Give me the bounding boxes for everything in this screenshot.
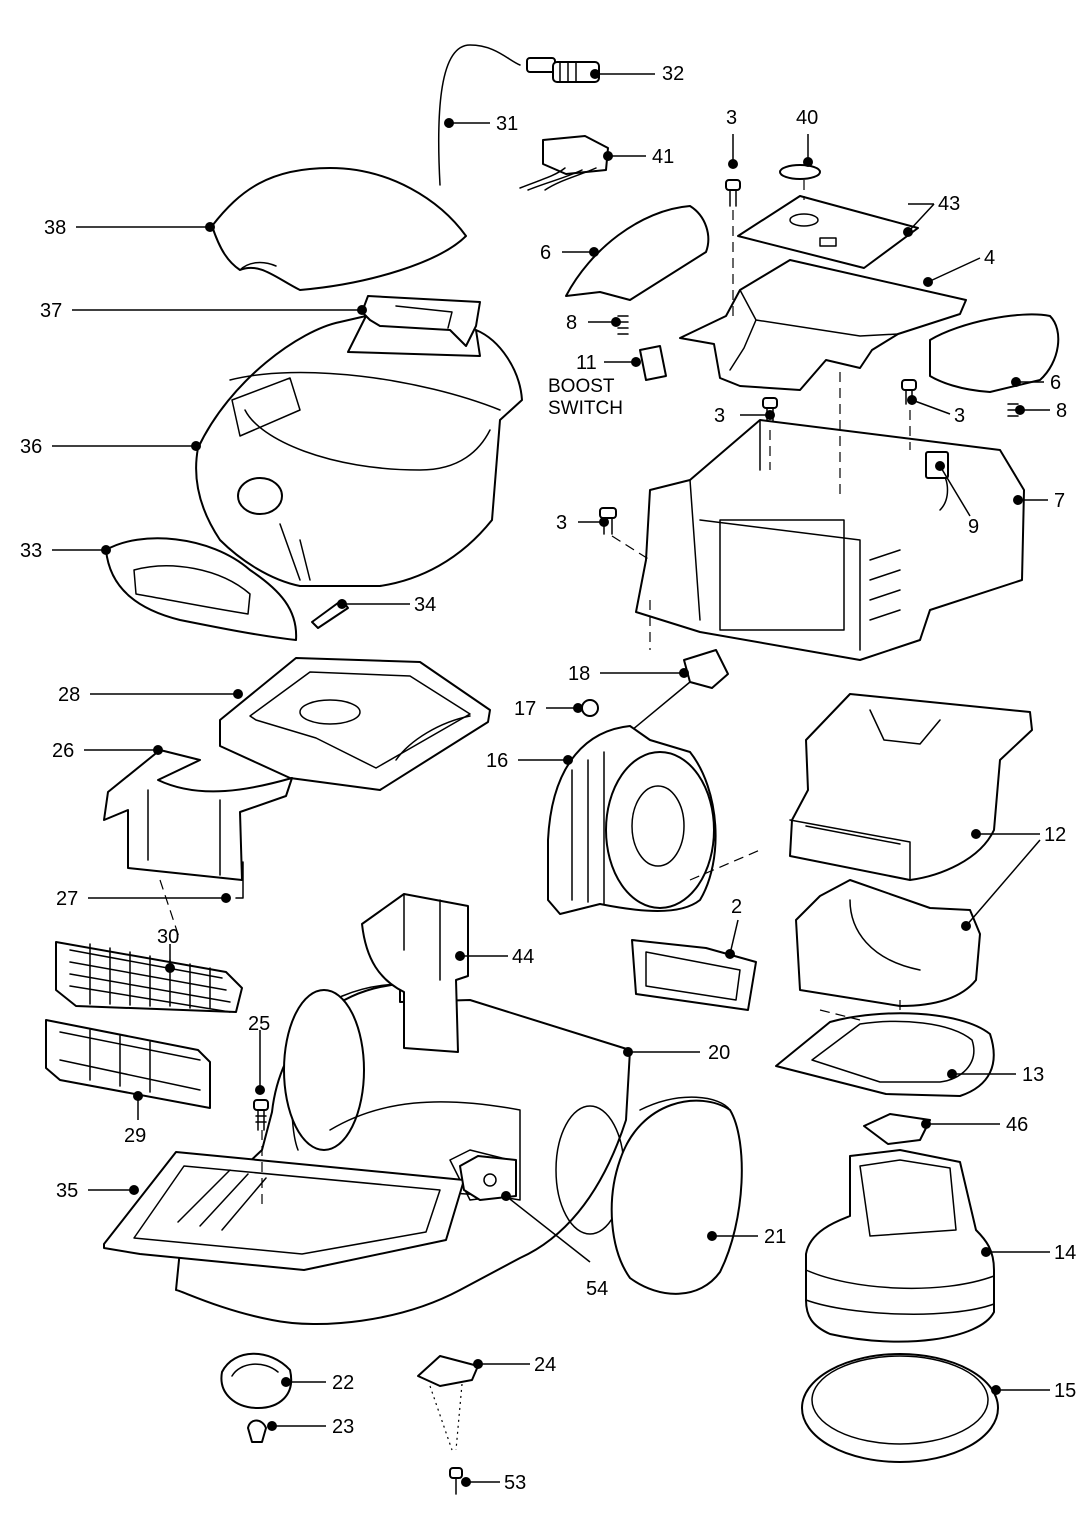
callout-9: 9: [968, 516, 979, 538]
part-knob: [779, 164, 821, 180]
part-control-panel: [737, 195, 919, 269]
part-screw-3-top: [725, 179, 741, 207]
callout-14: 14: [1054, 1242, 1076, 1264]
boost-label-line1: BOOST: [548, 376, 615, 397]
callout-24: 24: [534, 1354, 556, 1376]
part-motor-case-lower: [795, 879, 981, 1007]
part-ring: [801, 1353, 999, 1463]
part-filter-tray: [103, 1151, 465, 1271]
callout-6-left: 6: [540, 242, 551, 264]
part-connector-plug: [526, 57, 600, 83]
callout-40: 40: [796, 107, 818, 129]
callout-3-right: 3: [954, 405, 965, 427]
part-filter-screen: [631, 939, 757, 1011]
callout-41: 41: [652, 146, 674, 168]
part-wheel: [610, 1096, 743, 1295]
callout-32: 32: [662, 63, 684, 85]
part-bracket: [361, 295, 481, 347]
callout-43: 43: [938, 193, 960, 215]
part-small-bracket: [417, 1355, 479, 1451]
callout-12: 12: [1044, 824, 1066, 846]
callout-6-right: 6: [1050, 372, 1061, 394]
part-main-housing: [195, 315, 523, 587]
part-motor-case-upper: [789, 693, 1033, 881]
part-terminal-block: [519, 135, 609, 191]
part-screw-23: [247, 1419, 267, 1443]
callout-25: 25: [248, 1013, 270, 1035]
part-upper-frame: [679, 259, 967, 391]
part-bumper: [105, 537, 298, 641]
callout-53: 53: [504, 1472, 526, 1494]
part-screw-3-mid: [762, 397, 778, 425]
part-motor: [805, 1149, 995, 1343]
callout-16: 16: [486, 750, 508, 772]
callout-8-left: 8: [566, 312, 577, 334]
callout-30: 30: [157, 926, 179, 948]
part-screw-25: [253, 1099, 269, 1131]
callout-34: 34: [414, 594, 436, 616]
callout-7: 7: [1054, 490, 1065, 512]
callout-17: 17: [514, 698, 536, 720]
callout-29: 29: [124, 1125, 146, 1147]
callout-11: 11: [576, 352, 597, 374]
part-cable-plug: [619, 649, 729, 741]
callout-37: 37: [40, 300, 62, 322]
part-boost-switch: [639, 345, 667, 381]
part-clip: [459, 1155, 517, 1201]
part-grille-filter: [55, 941, 243, 1013]
part-top-cover: [211, 167, 467, 291]
callout-labels: 32 31 41 3 40 38 43 6 4: [20, 63, 1076, 1494]
boost-label-line2: SWITCH: [548, 398, 623, 419]
callout-3-top: 3: [726, 107, 737, 129]
part-motor-housing: [635, 419, 1025, 661]
assembly-guide-lines: [159, 180, 911, 1210]
callout-27: 27: [56, 888, 78, 910]
callout-8-right: 8: [1056, 400, 1067, 422]
part-cable-reel: [547, 725, 717, 915]
callout-46: 46: [1006, 1114, 1028, 1136]
part-handle-cover-left: [565, 205, 710, 301]
callout-15: 15: [1054, 1380, 1076, 1402]
part-screw-53: [449, 1467, 463, 1495]
callout-2: 2: [731, 896, 742, 918]
part-handle-cover-right: [929, 313, 1060, 393]
callout-21: 21: [764, 1226, 786, 1248]
part-spring-left: [617, 315, 629, 335]
callout-18: 18: [568, 663, 590, 685]
part-gasket: [775, 1012, 995, 1097]
callout-54: 54: [586, 1278, 608, 1300]
callout-31: 31: [496, 113, 518, 135]
callout-33: 33: [20, 540, 42, 562]
callout-38: 38: [44, 217, 66, 239]
callout-4: 4: [984, 247, 995, 269]
callout-22: 22: [332, 1372, 354, 1394]
part-castor: [220, 1352, 293, 1409]
callout-35: 35: [56, 1180, 78, 1202]
callout-26: 26: [52, 740, 74, 762]
part-filter-cartridge: [45, 1019, 211, 1109]
callout-28: 28: [58, 684, 80, 706]
callout-44: 44: [512, 946, 534, 968]
part-cable: [437, 44, 521, 186]
part-pad: [863, 1113, 931, 1145]
part-filter-plate: [219, 657, 491, 791]
part-pin: [235, 861, 244, 899]
callout-3-left: 3: [556, 512, 567, 534]
callout-20: 20: [708, 1042, 730, 1064]
part-nut: [581, 699, 599, 717]
callout-13: 13: [1022, 1064, 1044, 1086]
part-filter-holder: [103, 749, 293, 881]
callout-36: 36: [20, 436, 42, 458]
part-duct: [361, 893, 469, 1053]
callout-23: 23: [332, 1416, 354, 1438]
callout-3-mid: 3: [714, 405, 725, 427]
